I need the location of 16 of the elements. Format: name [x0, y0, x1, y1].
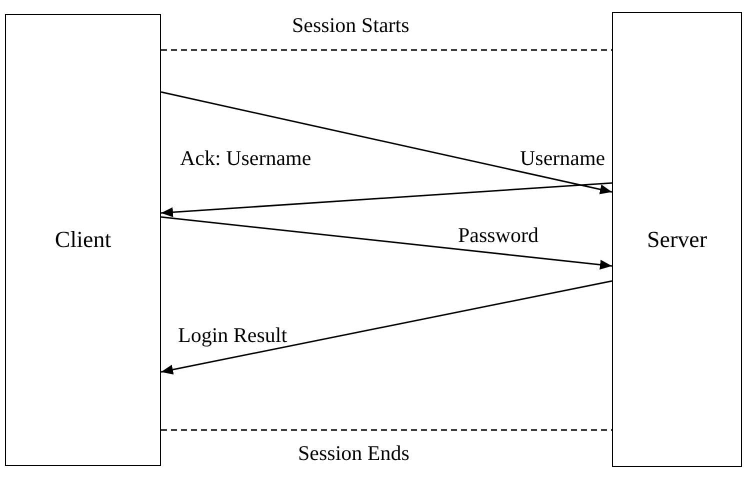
edge-label: Login Result [178, 323, 288, 347]
edge-label: Ack: Username [180, 146, 312, 170]
dashed-line [161, 429, 612, 431]
edge-label: Session Ends [298, 441, 410, 465]
edge-label: Password [458, 223, 539, 247]
arrow [160, 182, 612, 218]
participant-name: Client [54, 227, 112, 253]
arrow [160, 91, 612, 194]
arrow [160, 216, 612, 270]
edge-label: Username [520, 146, 606, 170]
edge-label: Session Starts [292, 13, 410, 37]
participant-box [612, 12, 742, 467]
participant-box [5, 14, 161, 466]
participant-name: Server [646, 226, 708, 252]
arrow [160, 280, 612, 375]
dashed-line [161, 49, 612, 51]
